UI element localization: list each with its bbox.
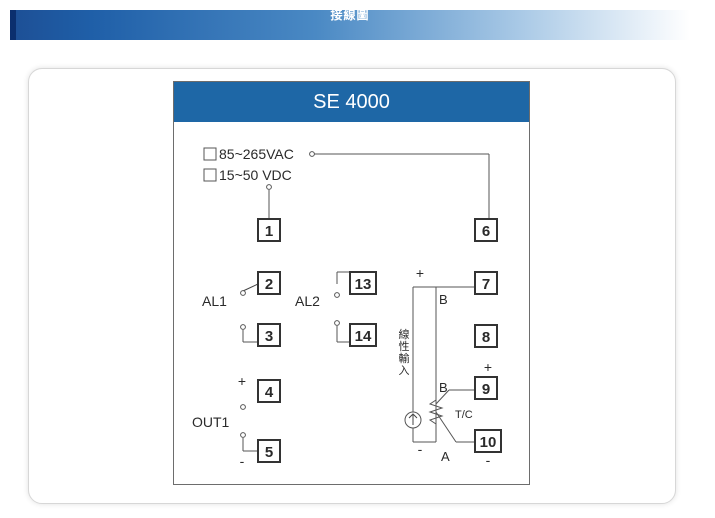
- terminal-14: 14: [349, 323, 377, 347]
- header-bar: [10, 10, 690, 40]
- svg-text:線: 線: [399, 327, 410, 341]
- current-source-icon: [404, 411, 422, 429]
- svg-text:8: 8: [482, 329, 490, 346]
- terminal-5: 5: [257, 439, 281, 463]
- ac-checkbox-icon: [203, 147, 217, 161]
- terminal-10: 10: [474, 429, 502, 453]
- svg-text:4: 4: [265, 384, 274, 401]
- terminal-6: 6: [474, 218, 498, 242]
- terminal-3: 3: [257, 323, 281, 347]
- power-dc-label: 15~50 VDC: [219, 167, 292, 183]
- tc-minus: -: [486, 452, 491, 468]
- svg-text:1: 1: [265, 223, 273, 240]
- terminal-9: 9: [474, 376, 498, 400]
- linear-plus: +: [416, 265, 424, 281]
- header-accent: [10, 10, 16, 40]
- linear-input-label: 線 性 輸 入: [399, 327, 410, 377]
- al1-label: AL1: [202, 293, 227, 309]
- model-title: SE 4000: [174, 82, 529, 122]
- tc-plus: +: [484, 359, 492, 375]
- wiring-diagram: SE 4000: [173, 81, 530, 485]
- svg-text:5: 5: [265, 444, 273, 461]
- terminal-8: 8: [474, 324, 498, 348]
- terminal-1: 1: [257, 218, 281, 242]
- terminal-13: 13: [349, 271, 377, 295]
- svg-text:7: 7: [482, 276, 490, 293]
- power-ac-label: 85~265VAC: [219, 146, 294, 162]
- terminal-7: 7: [474, 271, 498, 295]
- svg-text:輸: 輸: [399, 351, 410, 365]
- svg-text:性: 性: [399, 339, 410, 353]
- linear-minus: -: [418, 441, 423, 457]
- al2-label: AL2: [295, 293, 320, 309]
- terminal-2: 2: [257, 271, 281, 295]
- rtd-b-top-label: B: [439, 292, 448, 307]
- page-title: 接線圖: [330, 8, 370, 22]
- svg-text:入: 入: [399, 365, 410, 377]
- tc-label: T/C: [455, 409, 473, 421]
- out1-minus: -: [240, 453, 245, 469]
- out1-plus: +: [238, 373, 246, 389]
- svg-text:3: 3: [265, 328, 273, 345]
- terminal-4: 4: [257, 379, 281, 403]
- svg-text:6: 6: [482, 223, 490, 240]
- svg-text:10: 10: [480, 434, 497, 451]
- dc-checkbox-icon: [203, 168, 217, 182]
- out1-label: OUT1: [192, 414, 230, 430]
- rtd-a-label: A: [441, 449, 450, 464]
- svg-text:13: 13: [355, 276, 372, 293]
- svg-text:14: 14: [355, 328, 372, 345]
- wiring-svg: 85~265VAC 15~50 VDC 1 2 3 4 5 6 7 8 9 10…: [192, 146, 502, 469]
- rtd-b-bottom-label: B: [439, 380, 448, 395]
- svg-text:9: 9: [482, 381, 490, 398]
- svg-text:2: 2: [265, 276, 273, 293]
